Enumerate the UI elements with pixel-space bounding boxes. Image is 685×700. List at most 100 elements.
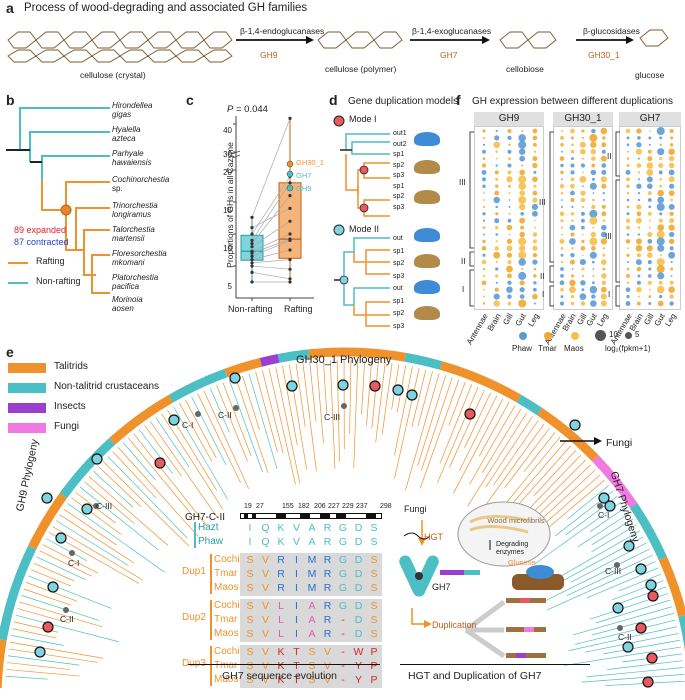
expression-dot — [656, 265, 665, 273]
expression-dot — [507, 301, 512, 306]
expression-dot — [591, 163, 596, 168]
residue: I — [295, 568, 298, 580]
residue: D — [354, 568, 363, 580]
panel-d-letter: d — [329, 92, 338, 108]
talitrid-dup-node — [635, 622, 647, 634]
expression-dot — [520, 225, 525, 230]
tree-branch — [173, 406, 228, 500]
phylogeny-arc-segment — [537, 407, 599, 462]
legend-fungi-swatch — [8, 423, 46, 433]
expression-dot — [581, 129, 585, 133]
expression-dot — [601, 142, 607, 148]
expression-dot — [532, 176, 538, 183]
expression-dot — [626, 273, 630, 278]
tree-branch — [155, 417, 190, 468]
expression-dot — [571, 205, 574, 209]
legend-tmar-dot — [544, 332, 552, 340]
expression-dot — [560, 163, 564, 168]
tree-branch — [9, 641, 104, 659]
tree-branch — [185, 399, 217, 459]
residue: R — [277, 554, 285, 566]
residue: Q — [261, 522, 270, 534]
expression-dot — [670, 136, 674, 140]
expression-dot — [581, 239, 585, 244]
residue: - — [341, 660, 345, 672]
expression-dot — [627, 247, 629, 250]
expression-dot — [570, 136, 575, 140]
expression-dot — [580, 218, 585, 223]
group-gh7: GH7 — [619, 112, 681, 126]
group-bracket — [210, 600, 212, 640]
tree-branch — [371, 361, 379, 429]
seq-pos-237: 237 — [356, 503, 368, 510]
phylogeny-arc-segment — [224, 357, 262, 378]
expression-dot — [668, 162, 675, 169]
phylogeny-arc-segment — [0, 545, 37, 641]
expression-dot — [571, 219, 574, 222]
tree-branch — [235, 377, 269, 474]
tree-branch — [493, 420, 539, 486]
mode2-dup-node — [339, 275, 349, 285]
expression-dot — [669, 294, 674, 299]
expression-dot — [559, 183, 565, 189]
expression-dot — [591, 245, 596, 251]
expression-dot — [482, 205, 486, 209]
cluster-iii-gh30: III — [539, 198, 546, 207]
expression-dot — [570, 128, 575, 134]
expression-dot — [521, 268, 524, 270]
expression-dot — [668, 251, 676, 259]
phylogeny-arc-segment — [308, 347, 407, 362]
residue: S — [370, 582, 378, 594]
expression-dot — [532, 239, 537, 244]
seq-species-label: Cochi — [214, 646, 240, 657]
expression-dot — [636, 163, 642, 168]
seq-caption-rule — [188, 664, 380, 665]
residue: V — [261, 614, 269, 626]
expression-dot — [626, 177, 630, 182]
tree-branch — [405, 373, 440, 491]
phylogeny-arc-segment — [168, 368, 228, 403]
legend-nonrafting-swatch — [8, 282, 28, 284]
expression-dot — [495, 184, 499, 188]
expression-dot — [625, 218, 631, 223]
residue: R — [277, 568, 285, 580]
legend-talitrids: Talitrids — [54, 361, 88, 372]
residue: V — [261, 554, 269, 566]
phylogeny-arc-segment — [629, 502, 668, 561]
tree-branch — [93, 471, 134, 508]
expression-dot — [582, 185, 584, 188]
expression-dot — [626, 281, 630, 285]
expression-dot — [580, 211, 585, 216]
expression-dot — [482, 157, 486, 160]
expression-dot — [506, 176, 513, 183]
residue: V — [323, 674, 331, 686]
expression-dot — [570, 163, 575, 168]
expression-dot — [570, 274, 574, 278]
expression-dot — [532, 190, 538, 196]
expression-dot — [482, 219, 486, 222]
expression-dot — [519, 287, 525, 293]
hgt-wood-label: Wood microfibrils — [487, 516, 545, 525]
expression-dot — [531, 210, 538, 217]
pair-line — [251, 195, 291, 244]
tree-branch — [28, 575, 112, 609]
pair-line — [251, 240, 291, 257]
expression-dot — [519, 231, 525, 238]
expression-dot — [625, 128, 631, 134]
expression-dot — [590, 300, 597, 307]
pair-line — [251, 233, 291, 252]
expression-dot — [670, 267, 674, 271]
nontalitrid-dup-node — [392, 384, 404, 396]
tree-branch — [52, 526, 144, 581]
expression-dot — [592, 226, 595, 229]
expression-dot — [670, 198, 674, 202]
group-bracket — [210, 646, 212, 686]
tree-branch — [19, 601, 103, 628]
expression-dot — [579, 141, 586, 148]
tree-branch — [45, 538, 88, 562]
expression-dot — [519, 280, 525, 286]
residue: R — [323, 614, 332, 626]
expression-dot — [626, 267, 630, 271]
expression-dot — [560, 246, 564, 250]
expression-dot — [482, 198, 486, 202]
